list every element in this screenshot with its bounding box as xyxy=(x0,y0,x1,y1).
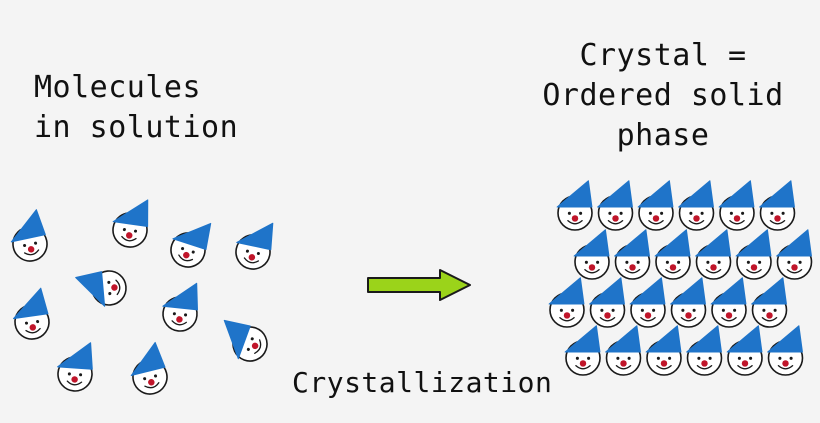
clown-face-with-hat-icon xyxy=(223,319,268,362)
solution-molecules xyxy=(10,199,274,395)
clown-face-with-hat-icon xyxy=(75,270,127,307)
clown-face-with-hat-icon xyxy=(710,277,747,328)
clown-face-with-hat-icon xyxy=(112,199,149,248)
crystal-lattice xyxy=(548,180,813,376)
clown-face-with-hat-icon xyxy=(589,277,626,328)
clown-face-with-hat-icon xyxy=(548,277,585,328)
clown-face-with-hat-icon xyxy=(573,229,610,280)
clown-face-with-hat-icon xyxy=(57,342,93,392)
right-arrow-icon xyxy=(367,269,471,301)
clown-face-with-hat-icon xyxy=(235,222,274,270)
clown-face-with-hat-icon xyxy=(605,325,642,376)
clown-face-with-hat-icon xyxy=(695,229,732,280)
clown-face-with-hat-icon xyxy=(726,325,763,376)
crystal-label-line: Ordered solid xyxy=(542,78,784,113)
clown-face-with-hat-icon xyxy=(751,277,788,328)
crystal-label-line: Crystal = xyxy=(579,38,747,73)
clown-face-with-hat-icon xyxy=(12,287,50,340)
clown-face-with-hat-icon xyxy=(654,229,691,280)
clown-face-with-hat-icon xyxy=(564,325,601,376)
crystal-label: Crystal = Ordered solid phase xyxy=(528,36,798,156)
clown-face-with-hat-icon xyxy=(718,180,755,231)
process-label: Crystallization xyxy=(292,366,553,399)
clown-face-with-hat-icon xyxy=(130,341,168,395)
clown-face-with-hat-icon xyxy=(162,282,198,332)
solution-label-line: Molecules xyxy=(34,70,202,105)
clown-face-with-hat-icon xyxy=(776,229,813,280)
clown-face-with-hat-icon xyxy=(556,180,593,231)
clown-face-with-hat-icon xyxy=(170,222,212,268)
clown-face-with-hat-icon xyxy=(645,325,682,376)
clown-face-with-hat-icon xyxy=(670,277,707,328)
clown-face-with-hat-icon xyxy=(637,180,674,231)
crystal-label-line: phase xyxy=(616,118,710,153)
solution-label-line: in solution xyxy=(34,110,239,145)
clown-face-with-hat-icon xyxy=(735,229,772,280)
clown-face-with-hat-icon xyxy=(614,229,651,280)
clown-face-with-hat-icon xyxy=(597,180,634,231)
clown-face-with-hat-icon xyxy=(767,325,804,376)
clown-face-with-hat-icon xyxy=(686,325,723,376)
clown-face-with-hat-icon xyxy=(678,180,715,231)
clown-face-with-hat-icon xyxy=(759,180,796,231)
clown-face-with-hat-icon xyxy=(629,277,666,328)
solution-label: Molecules in solution xyxy=(34,68,238,148)
clown-face-with-hat-icon xyxy=(10,209,48,262)
